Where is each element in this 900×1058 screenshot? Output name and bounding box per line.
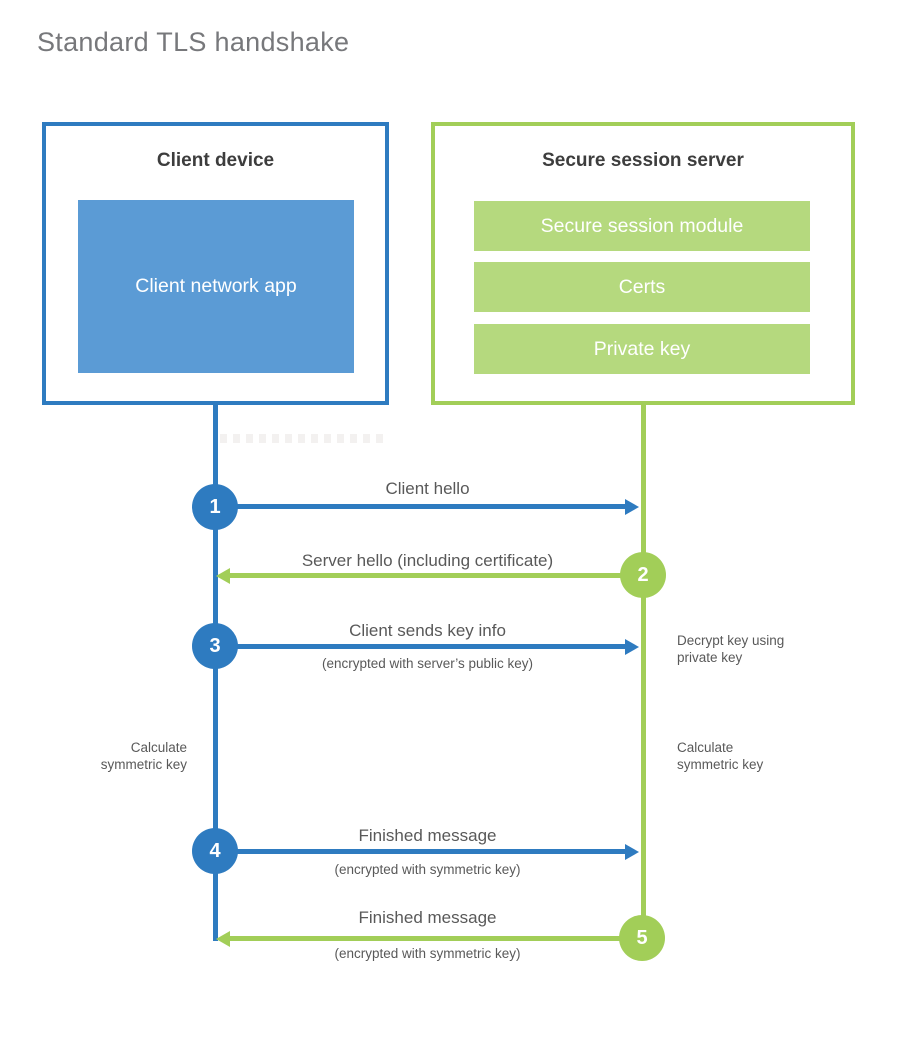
arrow-right-icon: [625, 499, 639, 515]
faint-dashed-line: [220, 434, 388, 443]
step-5-sublabel: (encrypted with symmetric key): [334, 946, 521, 961]
arrow-right-icon: [625, 639, 639, 655]
client-network-app-label: Client network app: [135, 274, 297, 297]
server-module-label: Certs: [618, 275, 666, 298]
step-5-label: Finished message: [358, 908, 497, 927]
secure-session-server-title: Secure session server: [542, 150, 744, 171]
step-2-badge: 2: [620, 552, 666, 598]
step-4-arrow: [217, 849, 625, 854]
step-1-arrow: [215, 504, 625, 509]
server-module-label: Secure session module: [540, 214, 744, 237]
step-3-sublabel: (encrypted with server’s public key): [321, 656, 534, 671]
server-module-certs: Certs: [474, 262, 810, 312]
server-module-secure-session: Secure session module: [474, 201, 810, 251]
server-module-private-key: Private key: [474, 324, 810, 374]
arrow-left-icon: [216, 931, 230, 947]
step-2-arrow: [230, 573, 643, 578]
arrow-right-icon: [625, 844, 639, 860]
page-title: Standard TLS handshake: [37, 27, 350, 57]
step-1-label: Client hello: [385, 479, 470, 498]
step-1-badge: 1: [192, 484, 238, 530]
step-4-sublabel: (encrypted with symmetric key): [334, 862, 521, 877]
step-4-label: Finished message: [358, 826, 497, 845]
note-calculate-symmetric-key-client: Calculate symmetric key: [100, 740, 187, 772]
client-network-app-box: Client network app: [78, 200, 354, 373]
client-lifeline: [213, 405, 218, 941]
step-3-label: Client sends key info: [349, 621, 506, 640]
arrow-left-icon: [216, 568, 230, 584]
step-5-arrow: [230, 936, 642, 941]
step-2-label: Server hello (including certificate): [301, 551, 554, 570]
step-3-badge: 3: [192, 623, 238, 669]
step-3-arrow: [216, 644, 625, 649]
note-decrypt-key: Decrypt key using private key: [677, 633, 785, 665]
server-lifeline: [641, 405, 646, 941]
client-device-title: Client device: [156, 150, 275, 171]
step-4-badge: 4: [192, 828, 238, 874]
server-module-label: Private key: [593, 337, 691, 360]
note-calculate-symmetric-key-server: Calculate symmetric key: [677, 740, 764, 772]
step-5-badge: 5: [619, 915, 665, 961]
